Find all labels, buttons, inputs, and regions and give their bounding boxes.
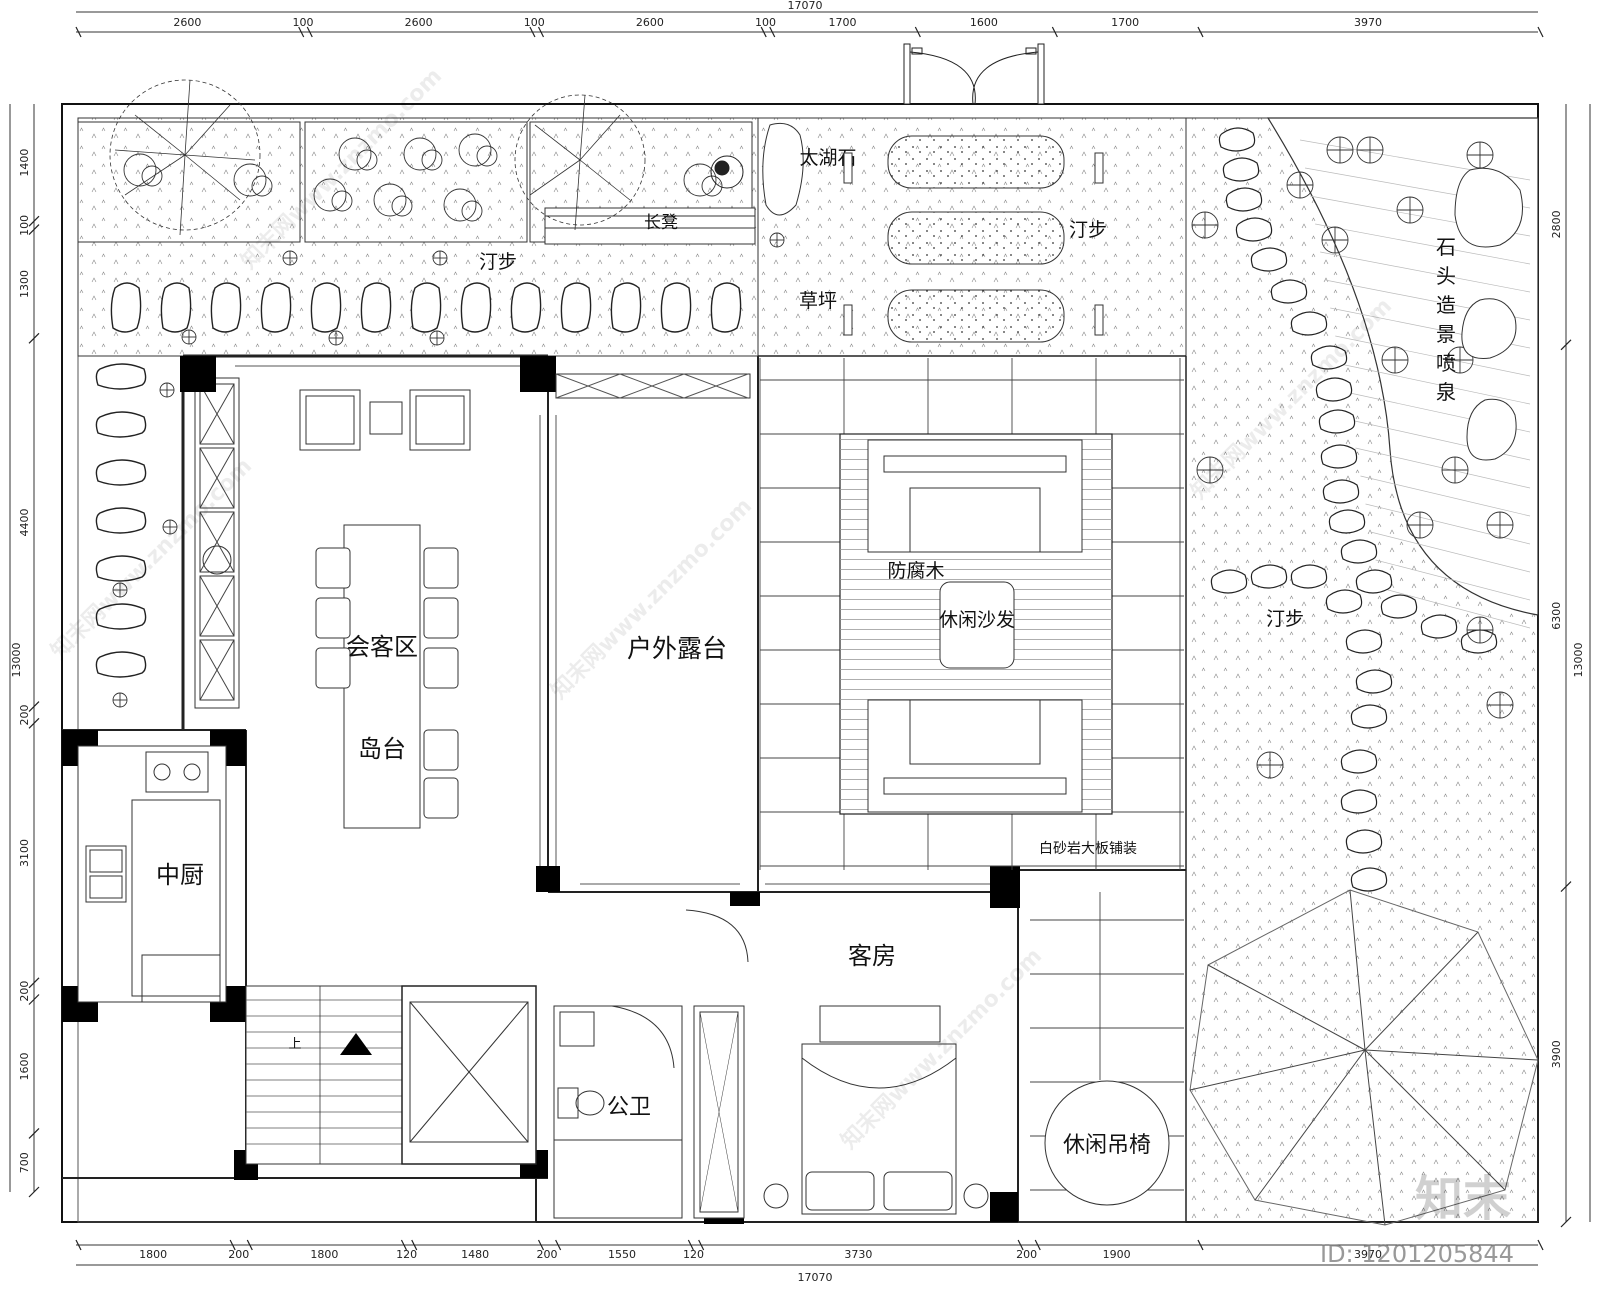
label-toilet: 公卫 [607,1095,651,1120]
dim-label: 100 [755,16,776,29]
taihu-stone-icon [762,122,804,216]
dim-label: 200 [228,1248,249,1261]
dim-label: 1800 [139,1248,167,1261]
svg-text:知末网www.znzmo.com: 知末网www.znzmo.com [546,493,757,704]
dim-label: 1400 [18,149,31,177]
stairs: 上 [245,985,403,1165]
label-terrace: 户外露台 [627,634,727,663]
label-fountain-char: 喷 [1436,351,1456,375]
dim-label: 3970 [1354,1248,1382,1261]
elevator [401,985,537,1165]
lounger-bottom [867,699,1083,813]
dim-label: 1300 [18,270,31,298]
lounger-top [867,439,1083,553]
stove-icon [145,751,209,793]
swing-chair [1044,1080,1170,1206]
label-stepping-top: 汀步 [479,251,517,273]
dim-label: 200 [537,1248,558,1261]
label-fountain-char: 头 [1436,264,1456,288]
toilet: 公卫 [553,1005,683,1219]
dim-label: 3970 [1354,16,1382,29]
dimension-bottom: 17070 1800 200 1800 120 1480 200 1550 120 3730 20… [75,1239,1544,1284]
dim-label: 2600 [636,16,664,29]
terrace: 户外露台 [555,373,751,663]
dim-label: 200 [18,981,31,1002]
dim-label: 1700 [1111,16,1139,29]
tree-icon [109,79,261,236]
lamp-icon [963,1183,989,1209]
dim-label: 1550 [608,1248,636,1261]
dim-label: 120 [683,1248,704,1261]
label-fountain-char: 泉 [1436,380,1456,404]
label-kitchen: 中厨 [156,861,204,889]
dim-label: 1800 [310,1248,338,1261]
watermark-logo: 知末 [1415,1171,1511,1227]
dim-left-total: 13000 [10,643,23,678]
dim-label: 100 [18,215,31,236]
dim-right-total: 13000 [1572,643,1585,678]
entrance-gate [903,43,1045,105]
dim-label: 700 [18,1152,31,1173]
label-swing-chair: 休闲吊椅 [1063,1133,1151,1158]
kitchen: 中厨 [77,745,227,1003]
basin-icon [559,1011,595,1047]
dim-label: 1480 [461,1248,489,1261]
label-fountain-char: 石 [1436,235,1456,259]
dim-bottom-total: 17070 [798,1271,833,1284]
dim-label: 1900 [1103,1248,1131,1261]
rock-icon [1454,167,1523,461]
dim-label: 2600 [173,16,201,29]
toilet-icon [557,1087,579,1119]
image-id: ID: 1201205844 [1320,1240,1514,1268]
label-fountain-char: 造 [1436,293,1456,317]
dim-label: 1700 [829,16,857,29]
label-bench: 长凳 [644,213,678,233]
label-stepping-mid-1: 汀步 [1069,219,1107,241]
umbrella-icon [1189,889,1539,1226]
building [62,354,1187,1224]
label-lawn: 草坪 [799,290,837,312]
sink-icon [85,845,127,903]
lamp-icon [763,1183,789,1209]
dim-label: 2800 [1550,210,1563,238]
label-taihu-1: 太湖石 [799,147,856,169]
label-island: 岛台 [358,735,406,763]
dim-label: 3730 [844,1248,872,1261]
dim-label: 1600 [18,1052,31,1080]
label-up: 上 [288,1037,301,1052]
tree-icon [514,94,646,231]
label-sofa: 休闲沙发 [939,609,1015,631]
dim-label: 1600 [970,16,998,29]
dim-label: 3900 [1550,1040,1563,1068]
dim-label: 4400 [18,508,31,536]
reception-area: 会客区 岛台 [299,389,471,829]
label-reception: 会客区 [346,633,418,661]
dim-label: 3100 [18,839,31,867]
dim-label: 200 [1016,1248,1037,1261]
dimension-top: 17070 2600 100 2600 100 2600 100 1700 1600 1700 3… [75,0,1544,38]
dimension-right: 13000 2800 6300 3900 [1550,104,1591,1228]
dimension-left: 13000 1400 100 1300 4400 200 3100 200 1600 700 [9,104,40,1198]
island-counter [343,524,421,829]
label-stepping-right: 汀步 [1266,608,1304,630]
label-wood-deck: 防腐木 [887,560,944,582]
label-paving: 白砂岩大板铺装 [1039,841,1137,857]
guest-room: 客房 [685,909,989,1219]
label-fountain-char: 景 [1436,322,1456,346]
dim-label: 200 [18,704,31,725]
bench [544,207,756,245]
dim-label: 2600 [405,16,433,29]
label-guest-room: 客房 [848,942,896,970]
sofa [939,581,1015,669]
dim-label: 120 [396,1248,417,1261]
paving: 防腐木 休闲沙发 白砂岩大板铺装 休闲吊椅 [759,358,1184,1206]
shrub-icon [710,155,744,189]
dim-label: 6300 [1550,602,1563,630]
dim-label: 100 [292,16,313,29]
dim-top-total: 17070 [788,0,823,12]
lawn-area: 太湖石 汀步 草坪 [757,43,1187,357]
dim-label: 100 [524,16,545,29]
